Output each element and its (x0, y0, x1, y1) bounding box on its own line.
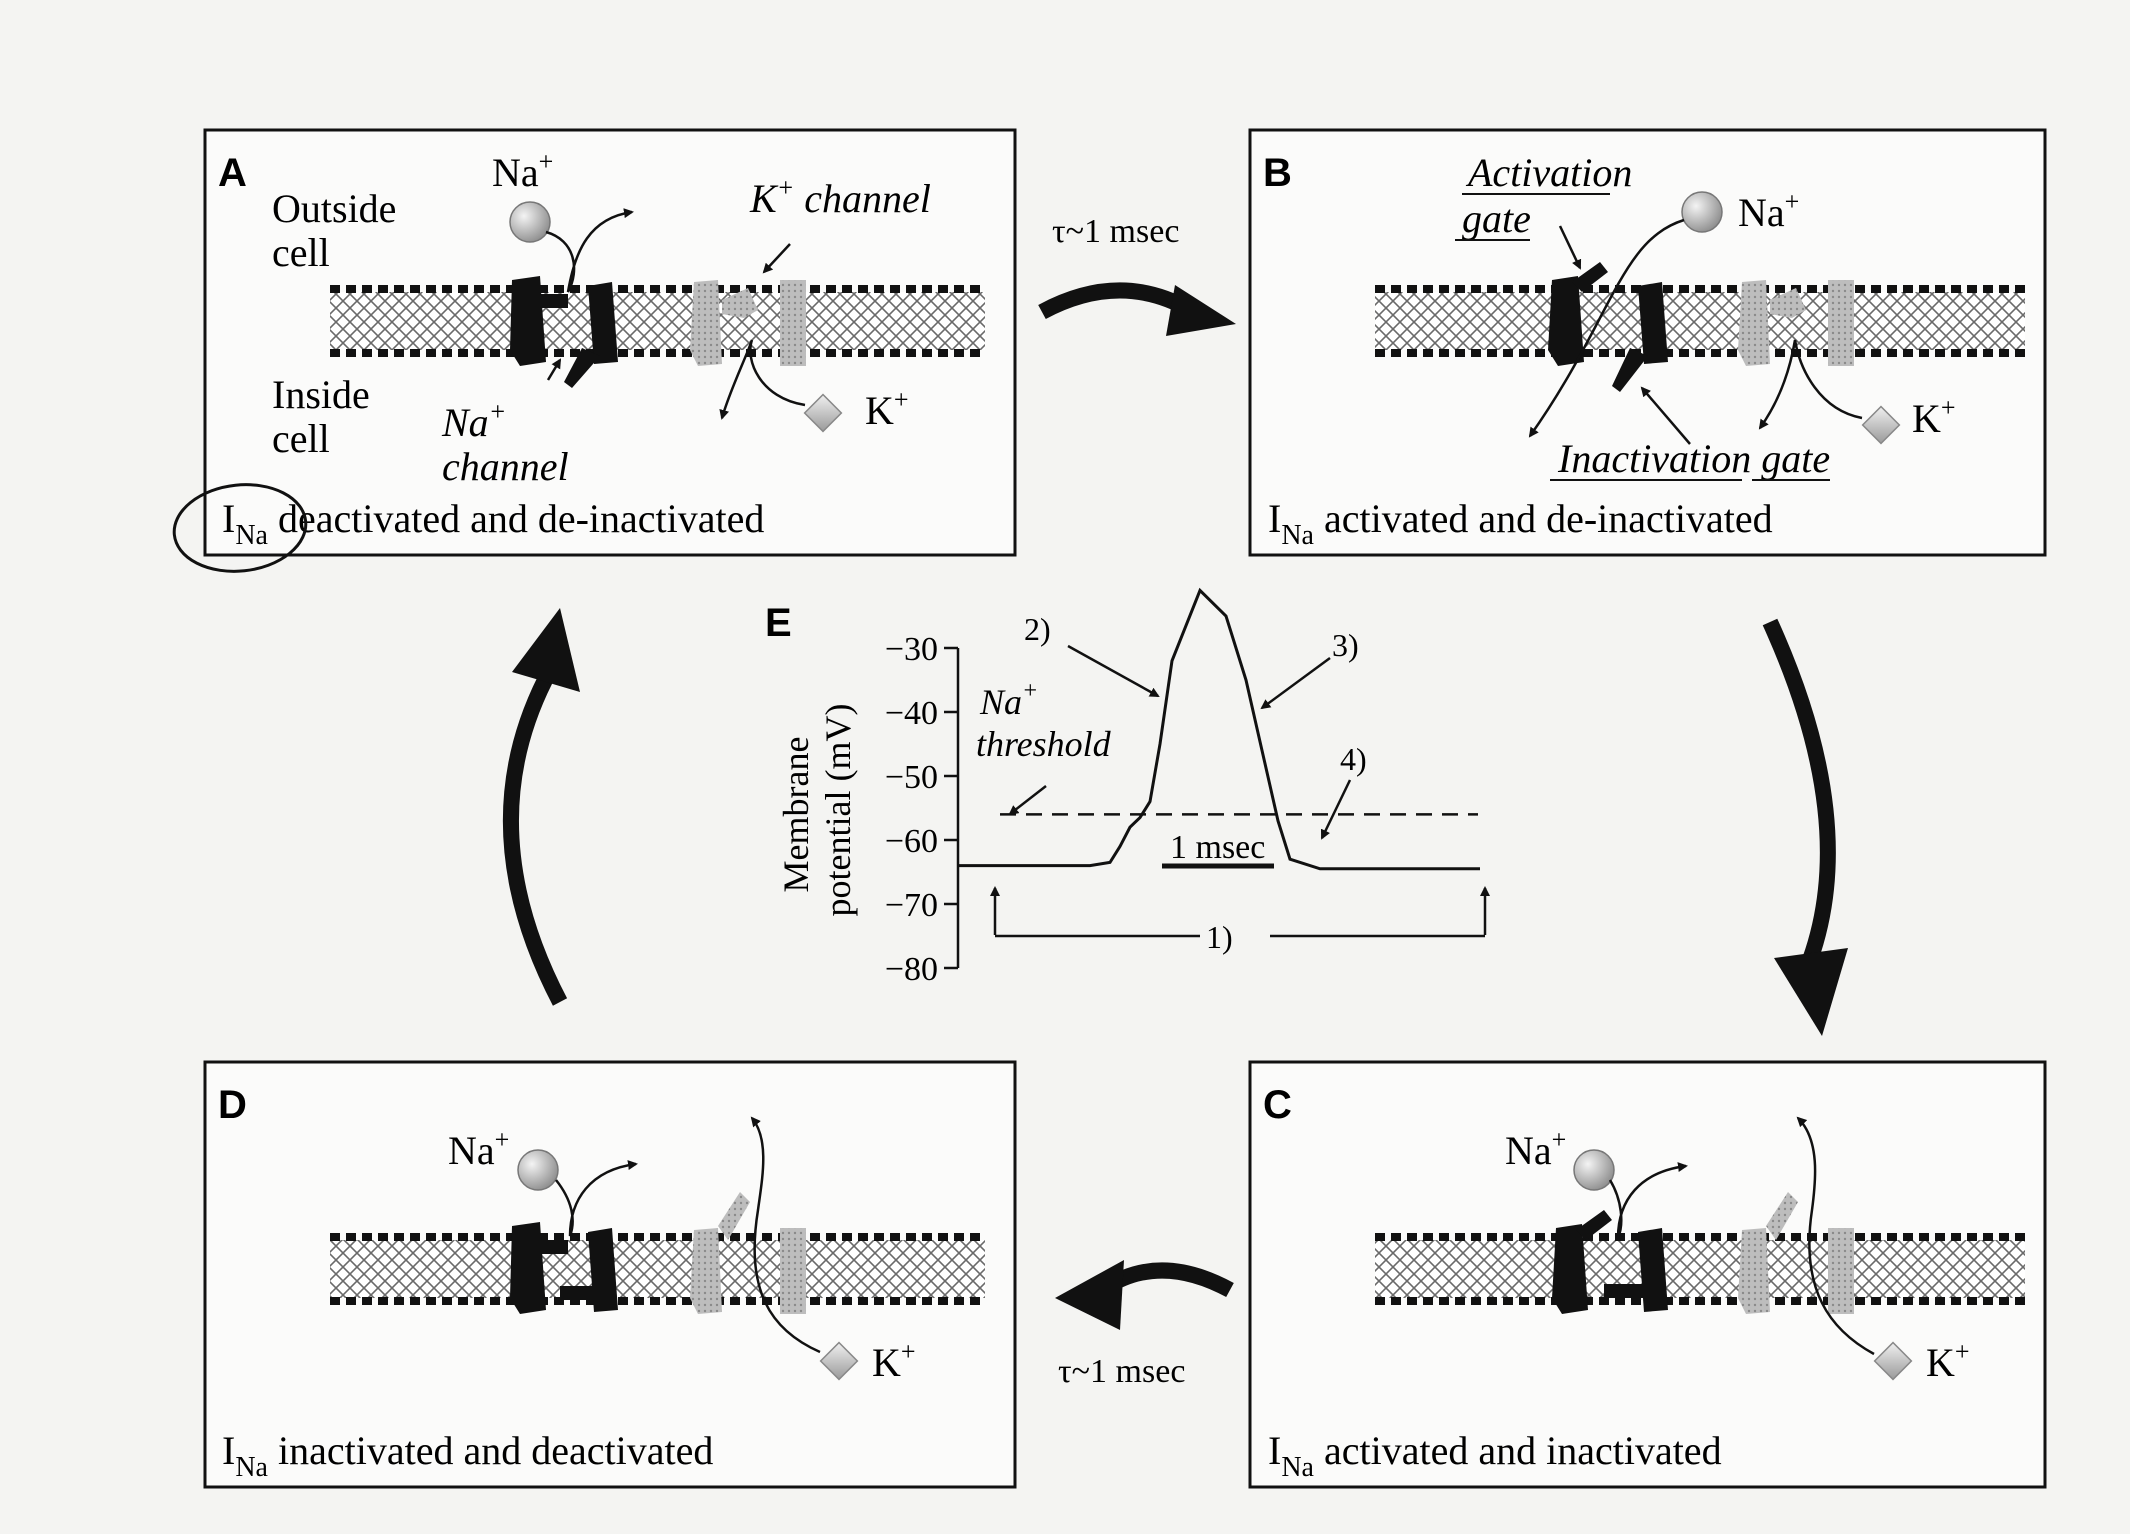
cycle-arrows: τ~1 msec τ~1 msec (502, 213, 1848, 1390)
inactivation-gate-label: Inactivation gate (1557, 436, 1830, 481)
k-efflux-arrow (1796, 1116, 1875, 1356)
marker-3-arrow (1260, 656, 1331, 710)
transition-label-c-to-d: τ~1 msec (1058, 1353, 1185, 1390)
panel-a: A Outside cell Inside cell (172, 128, 1017, 573)
na-influx-arrow (1528, 218, 1685, 438)
inactivation-gate-pointer (1640, 386, 1691, 445)
membrane (1375, 1233, 2025, 1305)
marker-2-label: 2) (1024, 611, 1051, 647)
na-channel-inactivated (510, 1222, 618, 1314)
na-flow-arrow (555, 1160, 638, 1237)
k-channel-label: K+ channel (749, 173, 931, 221)
y-tick-label: −60 (885, 823, 938, 860)
panel-b-caption: INa activated and de-inactivated (1268, 496, 1773, 551)
panel-d-caption: INa inactivated and deactivated (222, 1428, 713, 1483)
k-efflux-arrow (750, 1116, 821, 1354)
transition-arrow-d-to-a (502, 676, 568, 1006)
y-axis-label: Membrane potential (mV) (776, 704, 858, 917)
transition-arrow-a-to-b (1038, 282, 1194, 320)
k-ion-icon (803, 393, 843, 433)
na-channel (510, 276, 618, 388)
panel-a-caption: INa deactivated and de-inactivated (222, 496, 764, 551)
k-ion-icon (1861, 405, 1901, 445)
marker-2-arrow (1067, 644, 1160, 698)
membrane (330, 1233, 985, 1305)
panel-e-letter: E (765, 601, 792, 645)
transition-arrow-b-to-c (1762, 618, 1836, 963)
panel-d-letter: D (218, 1083, 247, 1127)
scale-bar-label: 1 msec (1170, 829, 1265, 866)
panel-a-letter: A (218, 151, 247, 195)
k-flow-arrow (1758, 339, 1863, 430)
panel-b: B Activation gate Na+ K+ (1248, 128, 2047, 557)
na-ion-icon (1681, 191, 1723, 233)
marker-4-label: 4) (1340, 741, 1367, 777)
handwritten-circle-annotation (172, 483, 308, 573)
na-ion-icon (509, 201, 551, 243)
y-tick-label: −40 (885, 695, 938, 732)
activation-gate-pointer (1558, 225, 1582, 270)
na-channel-label: Na+ channel (441, 384, 569, 489)
arrowhead-icon (1055, 1260, 1124, 1330)
k-ion-icon (1873, 1341, 1913, 1381)
y-tick-label: −70 (885, 887, 938, 924)
activation-gate-label: Activation gate (1462, 150, 1642, 241)
panel-c: C Na+ K+ INa activated and inactivated (1248, 1060, 2047, 1489)
marker-1-bracket: 1) (990, 886, 1490, 955)
k-channel-open (690, 1192, 806, 1314)
na-ion-label: Na+ (1505, 1125, 1566, 1173)
na-channel-activated-inactivated (1552, 1210, 1668, 1314)
k-flow-arrow (719, 339, 806, 420)
k-channel-open (1738, 1192, 1854, 1314)
na-ion-label: Na+ (448, 1125, 509, 1173)
y-tick-label: −50 (885, 759, 938, 796)
k-ion-label: K+ (1912, 393, 1956, 441)
outside-cell-label: Outside cell (272, 186, 406, 275)
na-ion-label: Na+ (492, 147, 553, 195)
y-tick-label: −80 (885, 951, 938, 988)
panel-c-letter: C (1263, 1083, 1292, 1127)
inside-cell-label: Inside cell (272, 372, 380, 461)
na-ion-icon (1573, 1149, 1615, 1191)
transition-label-a-to-b: τ~1 msec (1052, 213, 1179, 250)
y-ticks: −30 −40 −50 −60 −70 −80 (885, 631, 958, 988)
threshold-pointer (1008, 785, 1047, 816)
marker-1-label: 1) (1206, 919, 1233, 955)
k-ion-label: K+ (872, 1337, 916, 1385)
na-ion-label: Na+ (1738, 187, 1799, 235)
k-ion-icon (819, 1341, 859, 1381)
na-flow-arrow (1608, 1162, 1688, 1239)
k-channel (1738, 280, 1854, 366)
threshold-label: Na+ threshold (976, 666, 1112, 764)
na-channel-pointer (546, 358, 562, 381)
marker-3-label: 3) (1332, 627, 1359, 663)
na-flow-arrow (545, 208, 634, 293)
action-potential-trace (958, 587, 1480, 871)
k-ion-label: K+ (1926, 1337, 1970, 1385)
k-channel (690, 280, 806, 366)
membrane (1375, 285, 2025, 357)
arrowhead-icon (1166, 285, 1236, 336)
membrane (330, 285, 985, 357)
panel-c-caption: INa activated and inactivated (1268, 1428, 1722, 1483)
y-tick-label: −30 (885, 631, 938, 668)
k-channel-pointer (762, 243, 791, 274)
na-ion-icon (517, 1149, 559, 1191)
panel-d: D Na+ K+ INa inactivated and deactivated (203, 1060, 1017, 1489)
k-ion-label: K+ (865, 385, 909, 433)
panel-e-action-potential: E Membrane potential (mV) −30 −40 −50 −60 −7… (765, 587, 1490, 988)
na-channel-open (1548, 262, 1668, 392)
arrowhead-icon (1774, 948, 1848, 1036)
panel-b-letter: B (1263, 151, 1292, 195)
transition-arrow-c-to-d (1100, 1262, 1234, 1298)
marker-4-arrow (1320, 779, 1352, 840)
arrowhead-icon (512, 608, 580, 692)
